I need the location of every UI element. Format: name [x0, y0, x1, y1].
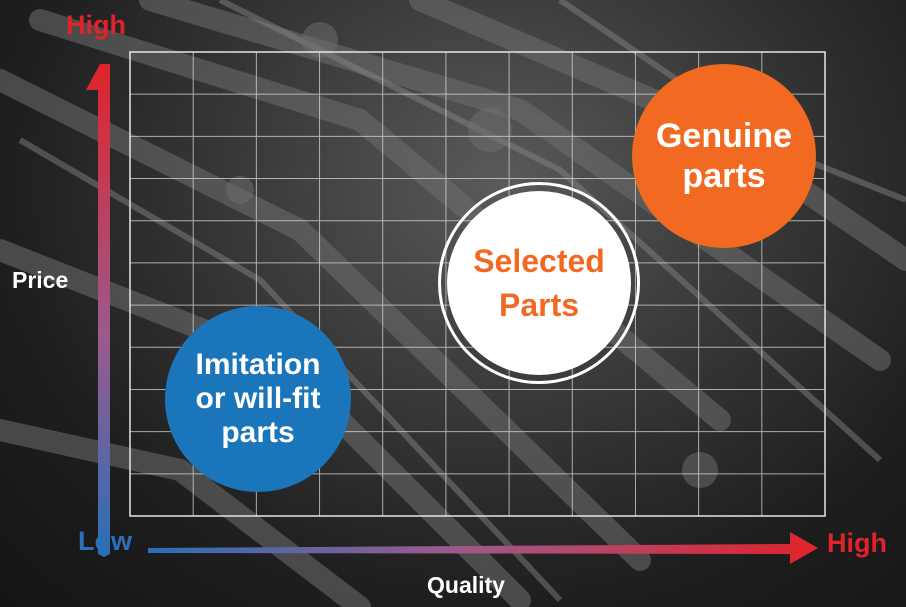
imitation-parts-bubble: Imitation or will-fit parts — [165, 306, 351, 492]
genuine-parts-bubble: Genuine parts — [632, 64, 816, 248]
quality-low-label: Low — [78, 526, 132, 556]
quality-axis-title: Quality — [427, 572, 505, 598]
quality-axis-arrow — [148, 532, 818, 564]
price-axis-title: Price — [12, 267, 69, 293]
grid-border — [129, 51, 826, 517]
selected-parts-label: Selected Parts — [473, 243, 605, 323]
price-high-label: High — [66, 10, 126, 40]
selected-parts-ring — [438, 182, 640, 384]
selected-parts-bubble: Selected Parts — [447, 191, 631, 375]
price-axis-arrow — [86, 64, 110, 557]
imitation-parts-label: Imitation or will-fit parts — [195, 348, 321, 449]
genuine-parts-label: Genuine parts — [655, 117, 793, 195]
quality-high-label: High — [827, 528, 887, 558]
